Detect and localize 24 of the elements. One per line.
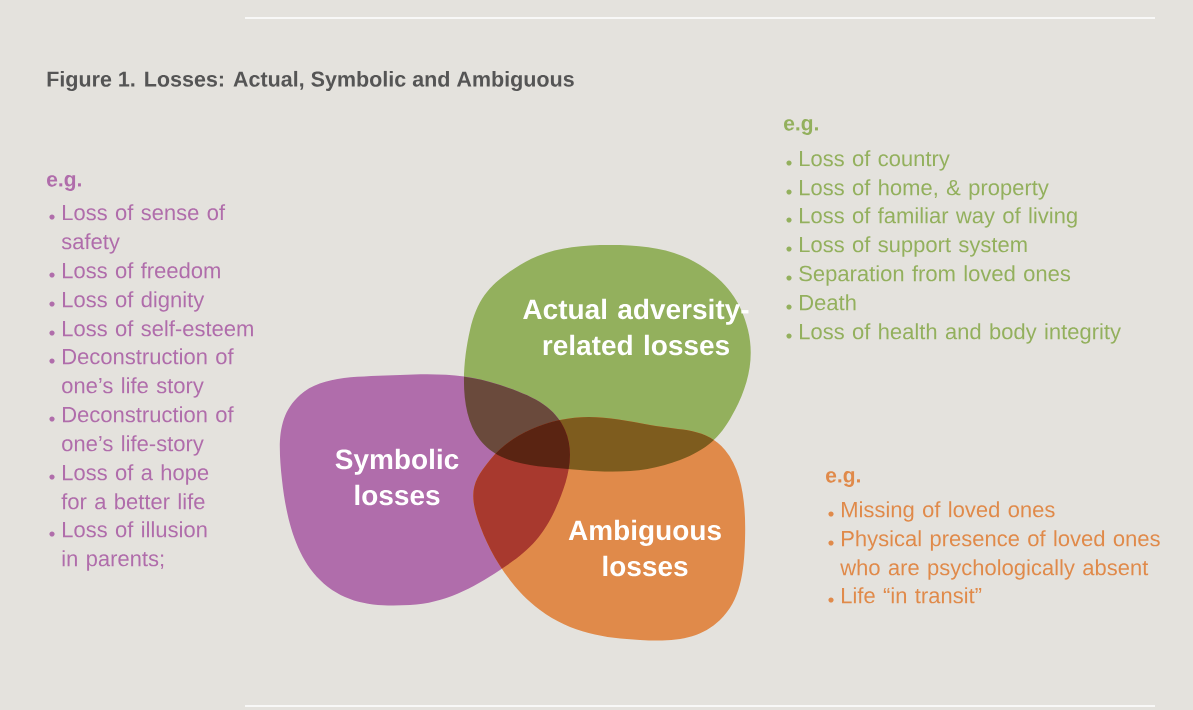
bullet-item: Deconstruction of one’s life-story (49, 406, 234, 456)
bullet-item: Deconstruction of one’s life story (49, 348, 234, 398)
bullet-item: Loss of dignity (49, 291, 205, 312)
bullet-item: Loss of country (786, 150, 950, 171)
bullet-item: Life “in transit” (828, 587, 982, 604)
example-heading: e.g. (784, 119, 818, 135)
bullet-item: Loss of support system (786, 236, 1027, 257)
bullet-item: Loss of sense of safety (49, 204, 226, 254)
bullet-item: Loss of a hope for a better life (49, 464, 209, 510)
venn-label: Ambiguous losses (568, 519, 721, 577)
example-heading: e.g. (826, 471, 860, 487)
figure-title: Figure 1. Losses: Actual, Symbolic and Ambiguous (47, 70, 574, 92)
bullet-item: Loss of freedom (49, 262, 220, 279)
bullet-item: Physical presence of loved ones who are psychologically absent (828, 530, 1160, 580)
bullet-item: Separation from loved ones (786, 265, 1071, 286)
bullet-item: Loss of illusion in parents; (49, 521, 207, 571)
bullet-item: Loss of home, & property (786, 179, 1049, 200)
venn-label: Symbolic losses (335, 448, 459, 506)
bullet-item: Loss of self-esteem (49, 320, 253, 337)
bullet-item: Missing of loved ones (828, 501, 1055, 522)
bullet-item: Loss of familiar way of living (786, 207, 1077, 228)
bullet-item: Loss of health and body integrity (786, 323, 1121, 344)
bullet-item: Death (786, 294, 856, 311)
example-heading: e.g. (47, 175, 81, 191)
